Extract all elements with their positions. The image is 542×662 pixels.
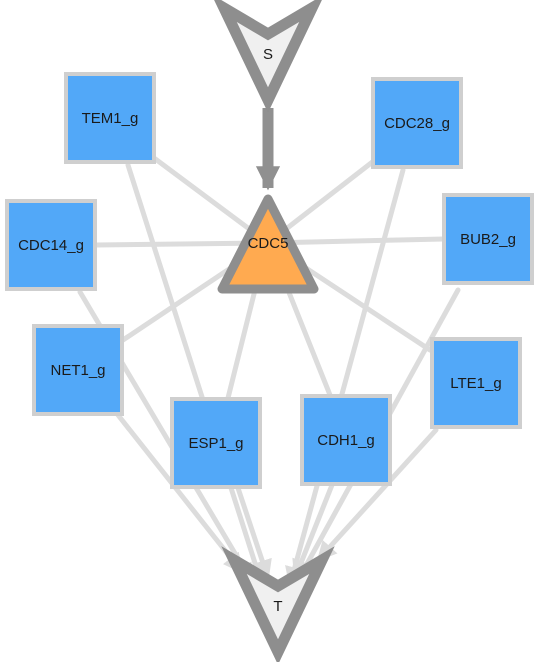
node-cdc14-g[interactable]: CDC14_g bbox=[5, 199, 97, 291]
edge-esp1_g-to-t bbox=[235, 485, 272, 581]
node-tem1-g[interactable]: TEM1_g bbox=[64, 72, 156, 164]
source-s-label: S bbox=[263, 46, 273, 63]
edge-lte1_g-to-t bbox=[315, 427, 439, 563]
node-label: TEM1_g bbox=[82, 110, 139, 127]
source-s-shape bbox=[214, 0, 322, 113]
hub-label: CDC5 bbox=[248, 235, 289, 252]
node-label: CDH1_g bbox=[317, 432, 375, 449]
node-box bbox=[64, 72, 156, 164]
edge-cdc5-to-cdh1_g bbox=[285, 287, 333, 398]
edge-tem1_g-to-t bbox=[125, 162, 267, 588]
node-net1-g[interactable]: NET1_g bbox=[32, 324, 124, 416]
node-label: CDC14_g bbox=[18, 237, 84, 254]
node-box bbox=[371, 77, 463, 169]
edges-layer bbox=[77, 108, 461, 588]
node-box bbox=[170, 397, 262, 489]
node-label: CDC28_g bbox=[384, 115, 450, 132]
node-cdh1-g[interactable]: CDH1_g bbox=[300, 394, 392, 486]
node-label: BUB2_g bbox=[460, 231, 516, 248]
node-cdc28-g[interactable]: CDC28_g bbox=[371, 77, 463, 169]
node-box bbox=[430, 337, 522, 429]
edge-net1_g-to-t bbox=[115, 412, 245, 575]
node-label: LTE1_g bbox=[450, 375, 501, 392]
edge-cdc28_g-to-t bbox=[285, 167, 406, 588]
node-box bbox=[32, 324, 124, 416]
target-t-label: T bbox=[273, 598, 282, 615]
edge-cdc5-to-cdc14_g bbox=[93, 240, 271, 248]
node-box bbox=[300, 394, 392, 486]
node-esp1-g[interactable]: ESP1_g bbox=[170, 397, 262, 489]
target-t-shape bbox=[221, 546, 335, 662]
edge-cdc5-to-bub2_g bbox=[265, 236, 447, 246]
node-label: NET1_g bbox=[50, 362, 105, 379]
node-label: ESP1_g bbox=[188, 435, 243, 452]
node-box bbox=[5, 199, 97, 291]
node-box bbox=[442, 193, 534, 285]
node-target-t[interactable]: T bbox=[221, 546, 335, 662]
node-cdc5-hub[interactable]: CDC5 bbox=[217, 194, 319, 294]
node-source-s[interactable]: S bbox=[214, 0, 322, 113]
hub-triangle bbox=[217, 194, 319, 294]
node-lte1-g[interactable]: LTE1_g bbox=[430, 337, 522, 429]
edge-cdc5-to-esp1_g bbox=[225, 287, 258, 401]
node-bub2-g[interactable]: BUB2_g bbox=[442, 193, 534, 285]
edge-cdh1_g-to-t bbox=[292, 482, 335, 581]
